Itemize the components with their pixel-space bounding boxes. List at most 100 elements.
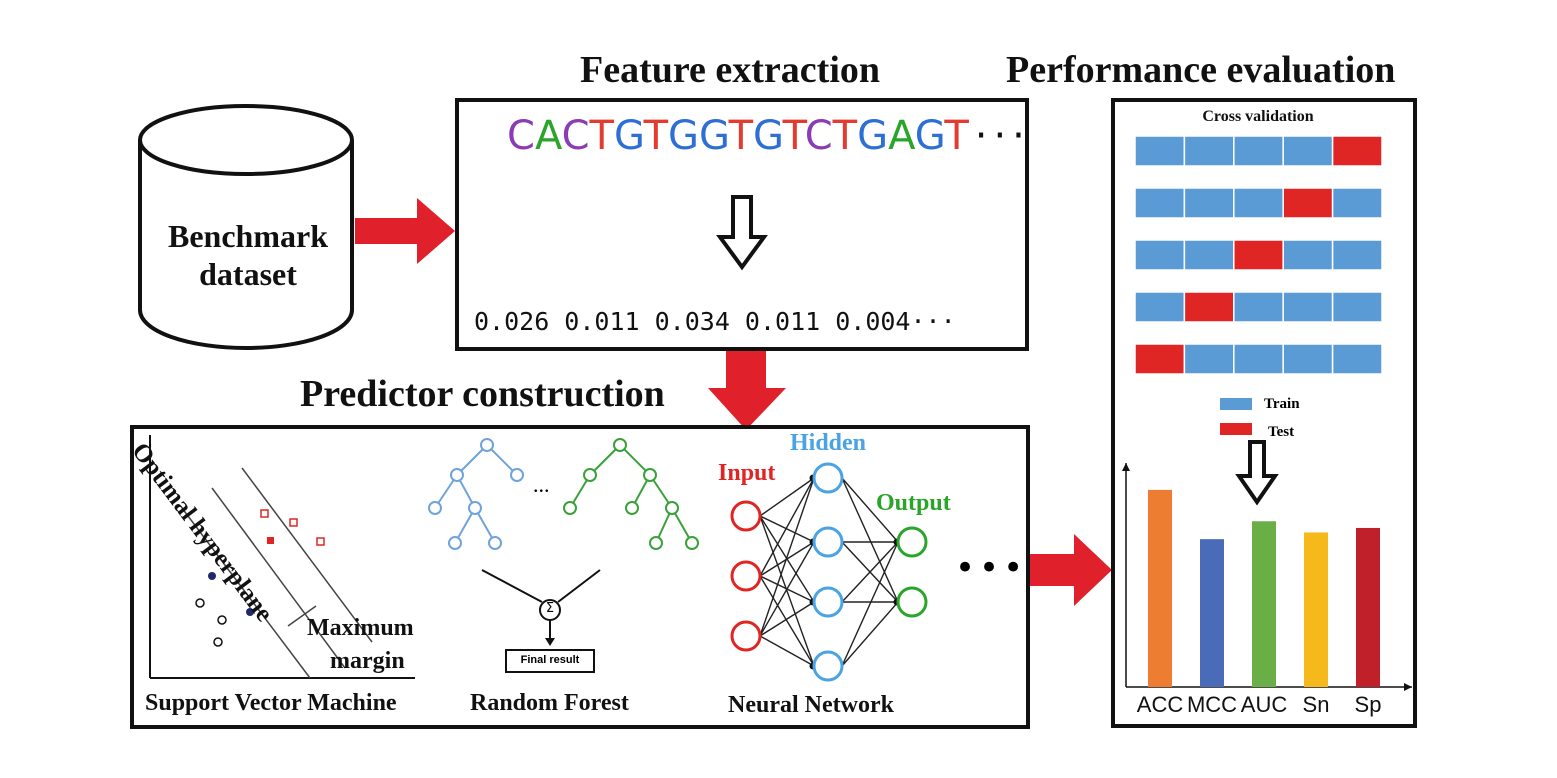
svm-margin-label-1: Maximum (307, 615, 414, 641)
cv-train-fold (1134, 291, 1186, 323)
nn-input-label: Input (718, 460, 776, 486)
cv-train-fold (1331, 343, 1383, 375)
nucleotide-letter: G (699, 113, 729, 159)
nn-hidden-node (812, 650, 844, 682)
metrics-bar-chart (1122, 463, 1412, 691)
svm-red-point (260, 509, 269, 518)
bar-auc (1252, 521, 1276, 687)
cv-train-fold (1134, 239, 1186, 271)
svm-diagram (149, 435, 415, 679)
nucleotide-letter: G (753, 113, 783, 159)
cv-train-fold (1282, 343, 1334, 375)
nucleotide-letter: A (888, 113, 915, 159)
nucleotide-letter: T (782, 113, 805, 159)
cv-train-fold (1233, 343, 1284, 375)
cv-train-fold (1331, 187, 1383, 219)
predictor-construction-title: Predictor construction (300, 373, 665, 415)
dataset-label-line1: Benchmark (168, 218, 328, 254)
svm-margin-label-2: margin (330, 648, 405, 674)
dataset-label-line2: dataset (199, 256, 297, 292)
nn-caption: Neural Network (728, 692, 894, 718)
cv-train-fold (1331, 239, 1383, 271)
cv-train-fold (1183, 343, 1235, 375)
nucleotide-letter: T (832, 113, 858, 159)
performance-evaluation-title: Performance evaluation (1006, 49, 1396, 91)
cv-train-fold (1282, 135, 1334, 167)
nucleotide-letter: C (507, 113, 535, 159)
rf-ellipsis: ... (533, 472, 550, 497)
nucleotide-letter: T (589, 113, 614, 159)
rf-final-result: Final result (520, 654, 580, 666)
svm-blue-point (208, 572, 216, 580)
svm-blue-point (246, 608, 254, 616)
nn-output-label: Output (876, 490, 951, 516)
nn-hidden-node (812, 586, 844, 618)
nucleotide-letter: G (613, 113, 644, 159)
nucleotide-letter: G (857, 113, 889, 159)
bar-acc (1148, 489, 1172, 687)
nucleotide-letter: G (668, 113, 699, 159)
cv-test-fold (1183, 291, 1235, 323)
cv-train-fold (1233, 135, 1284, 167)
cv-train-fold (1183, 187, 1235, 219)
nn-input-node (730, 500, 762, 532)
nucleotide-letter: G (914, 113, 945, 159)
cross-validation-title: Cross validation (1202, 108, 1314, 125)
cv-test-fold (1331, 135, 1383, 167)
x-tick-label: ACC (1136, 692, 1184, 717)
bar-sp (1356, 527, 1380, 687)
database-cylinder-icon (138, 104, 354, 350)
cv-train-fold (1233, 291, 1284, 323)
svm-red-point (316, 537, 325, 546)
rf-sum-symbol: Σ (545, 601, 555, 616)
feature-extraction-title: Feature extraction (580, 49, 881, 91)
cv-train-fold (1282, 291, 1334, 323)
nn-output-node (896, 586, 928, 618)
svm-black-point (213, 637, 223, 647)
arrow-dataset-to-features (355, 198, 455, 264)
svm-black-point (195, 598, 205, 608)
cv-train-fold (1134, 187, 1186, 219)
cv-train-fold (1183, 239, 1235, 271)
feature-vector-values: 0.026 0.011 0.034 0.011 0.004··· (474, 307, 956, 336)
cv-test-fold (1282, 187, 1334, 219)
predictor-construction-panel (130, 425, 1030, 729)
legend-test-swatch (1220, 423, 1252, 435)
nn-hidden-node (812, 526, 844, 558)
cv-train-fold (1331, 291, 1383, 323)
arrow-predictor-to-evaluation (1030, 534, 1112, 606)
hollow-down-arrow-icon (1235, 440, 1279, 506)
nn-input-node (730, 620, 762, 652)
legend-train-label: Train (1264, 396, 1300, 412)
cv-train-fold (1134, 135, 1186, 167)
more-models-ellipsis: ••• (955, 548, 1028, 588)
nucleotide-letter: A (534, 113, 562, 159)
nucleotide-letter: T (643, 113, 668, 159)
nn-hidden-node (812, 462, 844, 494)
svm-caption: Support Vector Machine (145, 690, 397, 716)
nucleotide-letter: T (944, 113, 969, 159)
bar-sn (1304, 532, 1328, 687)
legend-train-swatch (1220, 398, 1252, 410)
cv-test-fold (1134, 343, 1186, 375)
cv-train-fold (1233, 187, 1284, 219)
bar-mcc (1200, 539, 1224, 687)
svm-red-point (267, 537, 274, 544)
nucleotide-letter: T (728, 113, 754, 159)
nucleotide-letter: C (804, 113, 833, 159)
legend-swatches (1220, 398, 1252, 435)
cross-validation-grid (1134, 135, 1383, 375)
legend-test-label: Test (1268, 424, 1295, 440)
cv-train-fold (1282, 239, 1334, 271)
x-tick-label: AUC (1240, 692, 1288, 717)
dna-sequence: CACTGTGGTGTCTGAGT··· (507, 113, 1031, 159)
nn-hidden-label: Hidden (790, 430, 867, 456)
cv-test-fold (1233, 239, 1284, 271)
sequence-ellipsis: ··· (974, 113, 1031, 159)
cv-train-fold (1183, 135, 1235, 167)
nn-output-node (896, 526, 928, 558)
x-tick-label: Sp (1354, 692, 1382, 717)
nn-input-node (730, 560, 762, 592)
neural-network-diagram (730, 462, 928, 682)
svm-red-point (289, 518, 298, 527)
